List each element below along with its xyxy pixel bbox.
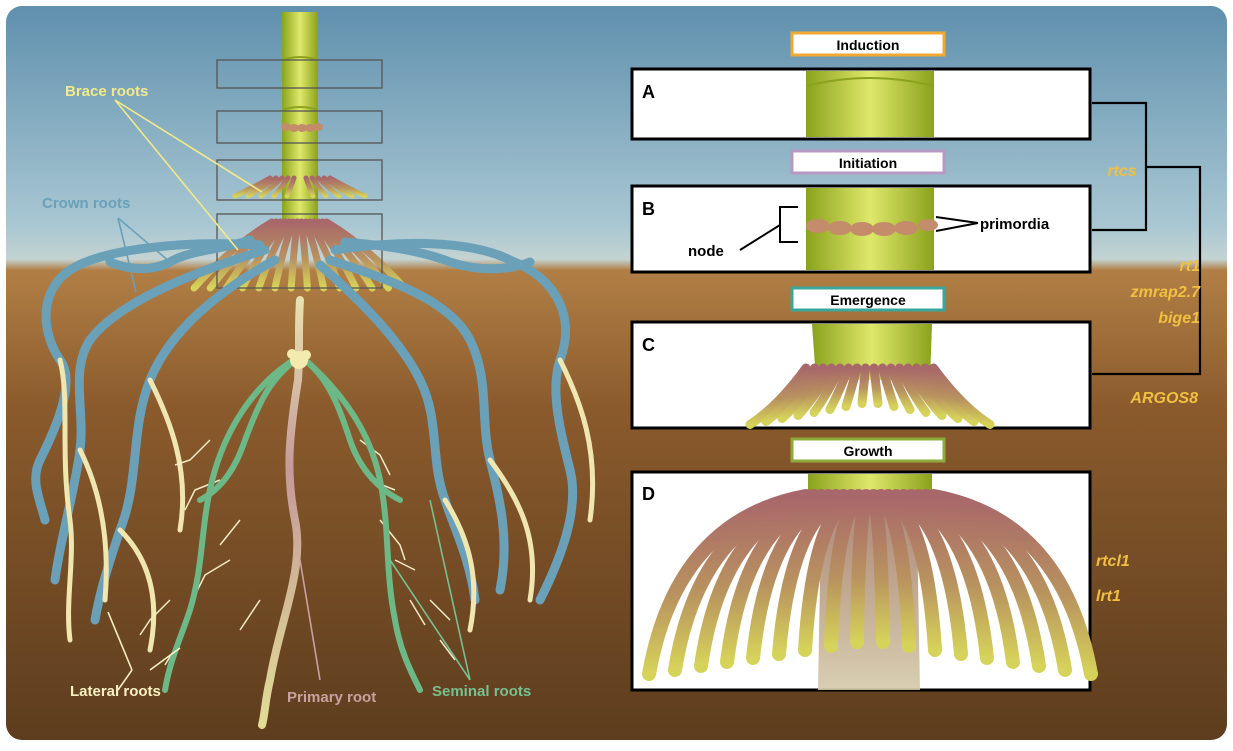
panel-c: C	[632, 322, 1090, 428]
stage-title-initiation: Initiation	[792, 151, 944, 173]
gene-zmrap: zmrap2.7	[1130, 284, 1201, 301]
panel-d-letter: D	[642, 484, 655, 504]
svg-text:Growth: Growth	[844, 443, 893, 459]
gene-bige1: bige1	[1158, 310, 1200, 327]
svg-text:Initiation: Initiation	[839, 155, 897, 171]
svg-text:Induction: Induction	[837, 37, 900, 53]
panel-b-letter: B	[642, 199, 655, 219]
primary-root-label: Primary root	[287, 689, 376, 706]
panel-b: B node primordia	[632, 186, 1090, 272]
gene-rt1: rt1	[1180, 258, 1201, 275]
stage-title-emergence: Emergence	[792, 288, 944, 310]
gene-rtcs: rtcs	[1107, 163, 1136, 180]
panel-c-letter: C	[642, 335, 655, 355]
seminal-roots-label: Seminal roots	[432, 683, 531, 700]
svg-text:Emergence: Emergence	[830, 292, 906, 308]
gene-rtcl1: rtcl1	[1096, 553, 1130, 570]
panel-d: D	[632, 472, 1091, 690]
gene-argos8: ARGOS8	[1129, 390, 1198, 407]
brace-roots-label: Brace roots	[65, 83, 148, 100]
gene-lrt1: lrt1	[1096, 588, 1121, 605]
panel-a: A	[632, 69, 1090, 139]
stage-title-induction: Induction	[792, 33, 944, 55]
lateral-roots-label: Lateral roots	[70, 683, 161, 700]
node-label: node	[688, 243, 724, 260]
primordia-label: primordia	[980, 216, 1050, 233]
primordia-ring	[281, 123, 323, 132]
stage-title-growth: Growth	[792, 439, 944, 461]
emerging-root	[862, 368, 866, 404]
panel-a-letter: A	[642, 82, 655, 102]
emerging-root	[874, 368, 878, 404]
crown-roots-label: Crown roots	[42, 195, 130, 212]
